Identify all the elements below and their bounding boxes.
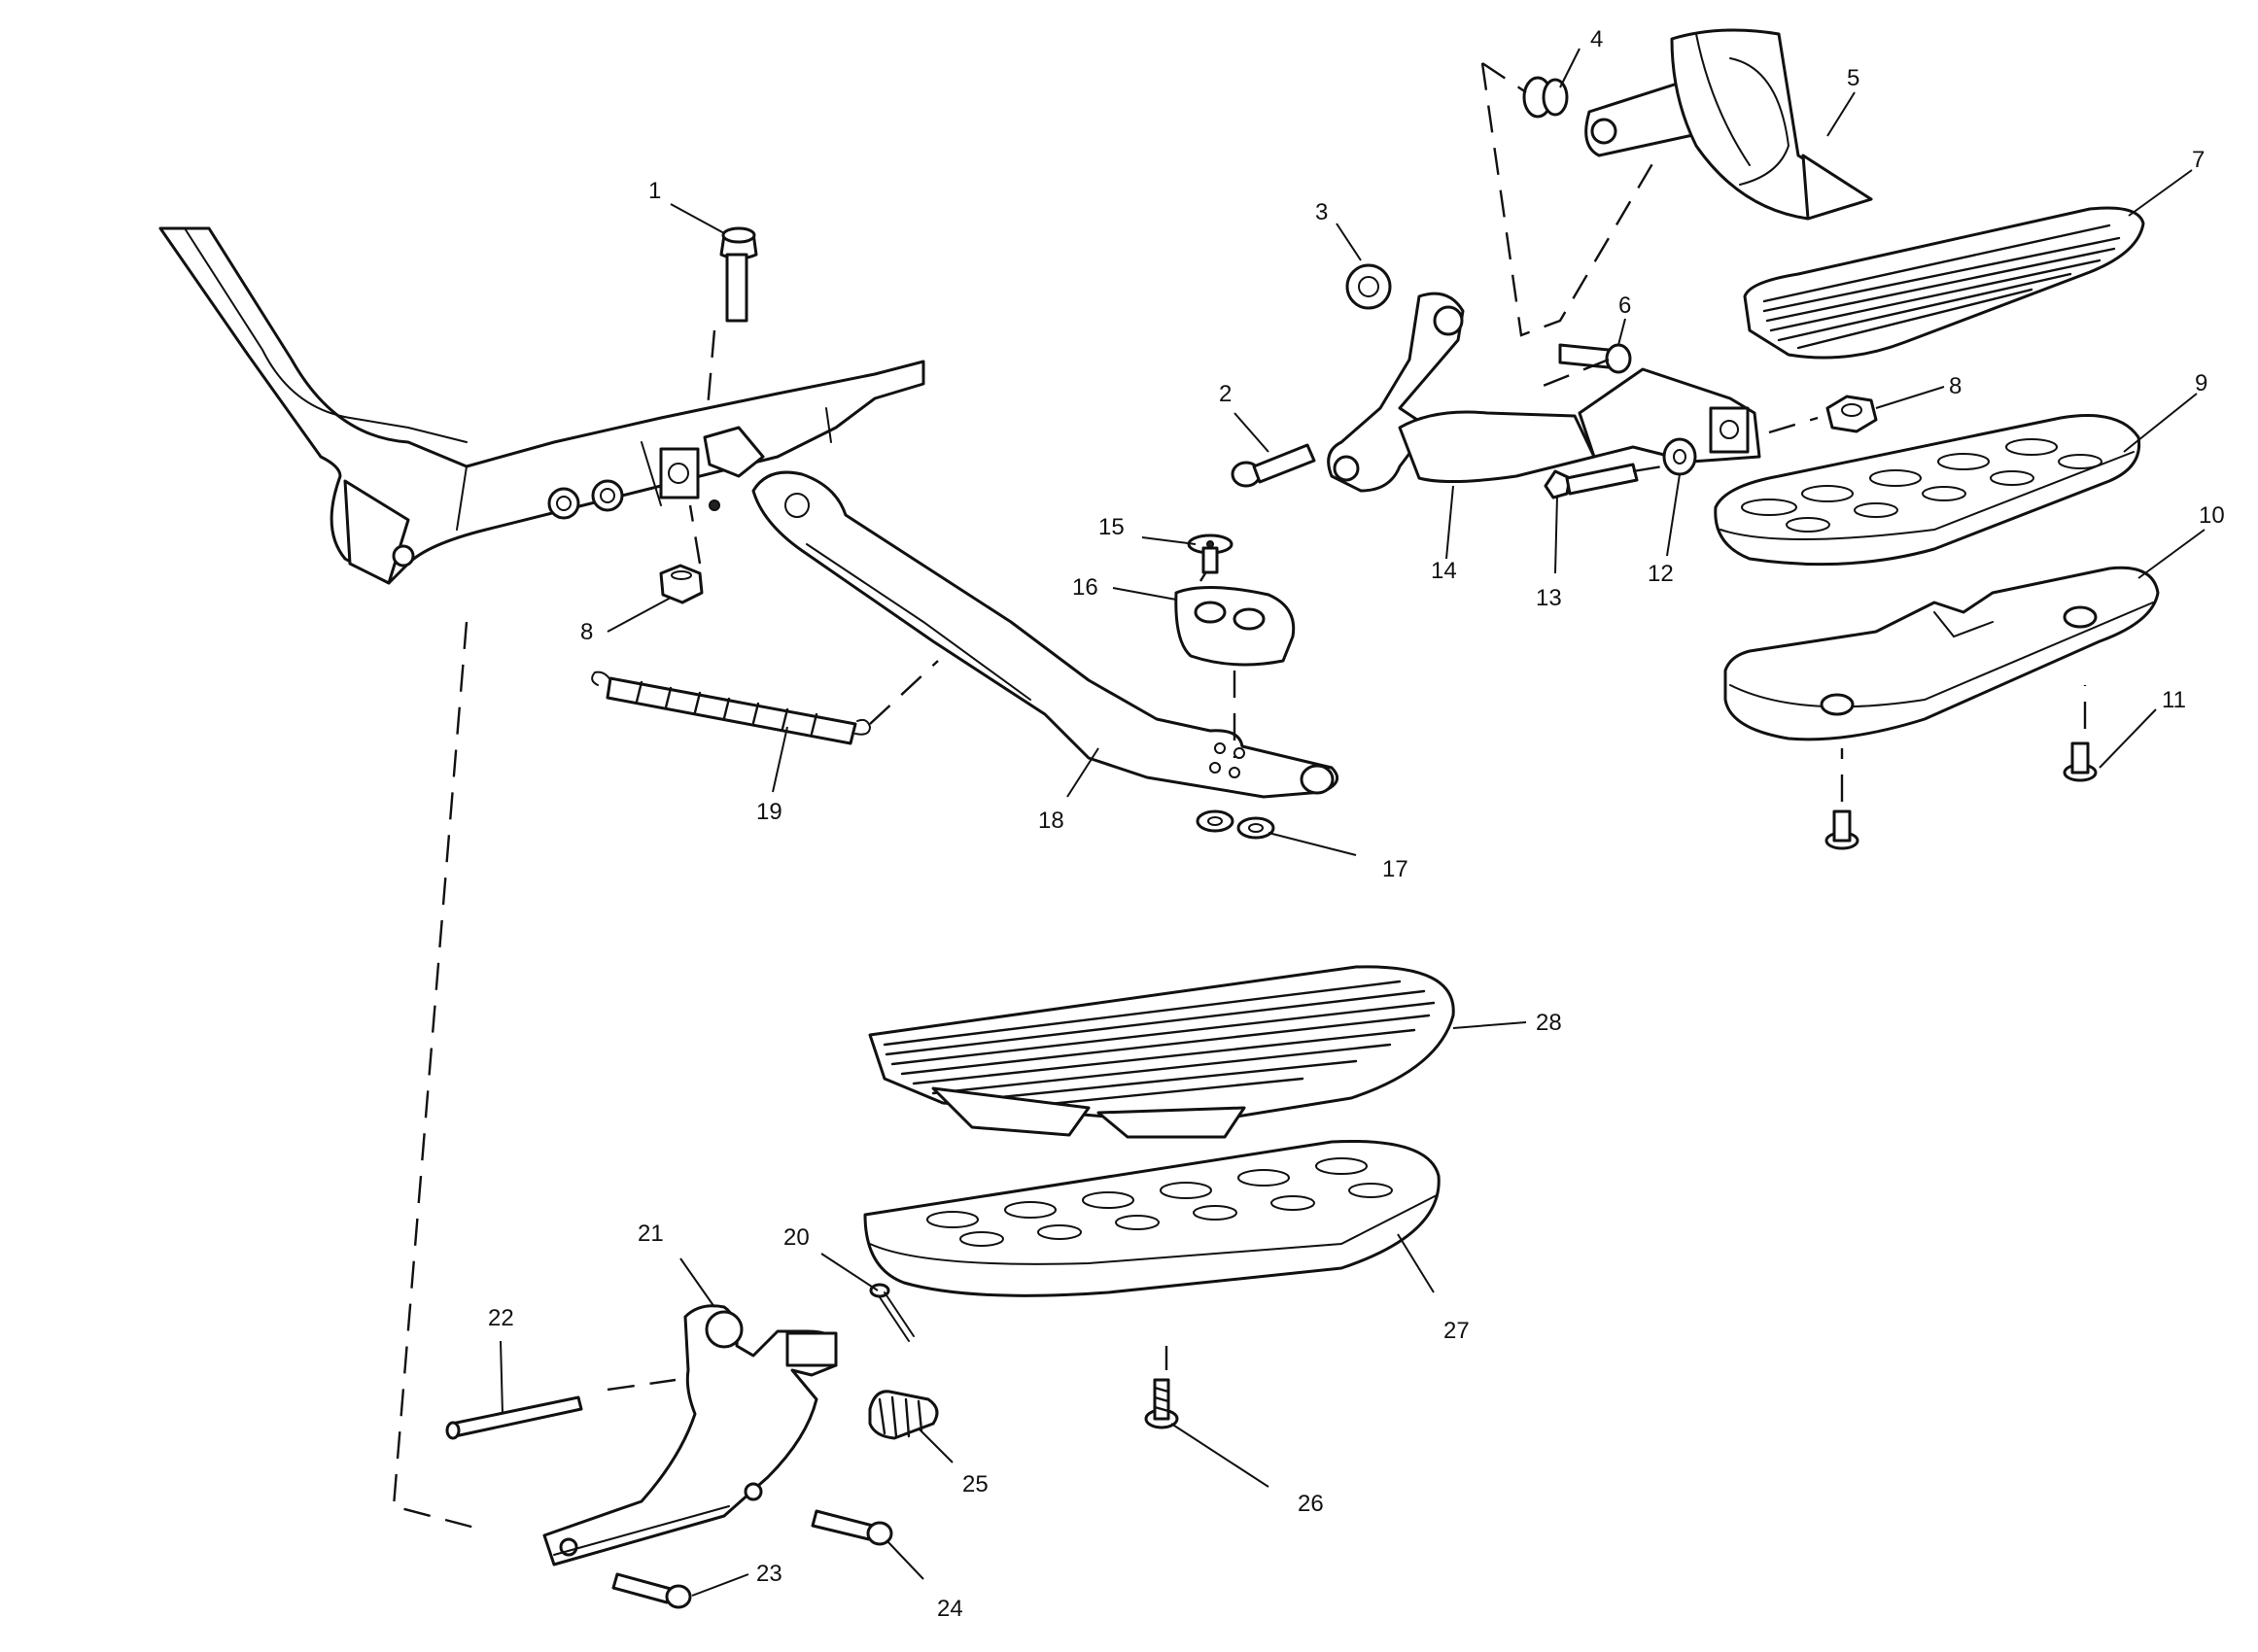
bolt-1 [719,226,758,323]
callout-24: 24 [937,1596,963,1622]
side-stand [751,470,1339,799]
mount-bracket-21 [542,1304,838,1566]
callout-4: 4 [1590,26,1603,52]
bolt-24 [811,1509,893,1546]
bushing-4 [1522,76,1569,119]
callout-12: 12 [1648,561,1674,587]
floorboard-base-9 [1714,414,2141,567]
leader-lines [500,48,2206,1597]
screw-26 [1144,1378,1179,1429]
frame-tube [158,226,925,585]
bolt-6 [1558,343,1632,374]
callout-1: 1 [648,178,661,204]
callout-27: 27 [1443,1318,1470,1344]
rubber-pad-16 [1174,586,1296,667]
callout-5: 5 [1847,65,1859,91]
callout-23: 23 [756,1561,782,1587]
callout-16: 16 [1072,574,1098,601]
callout-28: 28 [1536,1010,1562,1036]
callout-25: 25 [962,1471,989,1497]
floorboard-bracket-14 [1327,292,1761,493]
bolt-13 [1544,463,1639,499]
spring [591,671,872,745]
nut-8-right [1825,395,1878,433]
screw-11-right [2063,741,2098,782]
washer-12 [1662,437,1697,476]
callout-18: 18 [1038,808,1064,834]
callout-26: 26 [1298,1491,1324,1517]
bolt-2 [1231,443,1316,488]
callout-15: 15 [1098,514,1125,540]
nut-8-left [659,564,704,604]
callout-8-left: 8 [580,619,593,645]
washers-17 [1196,809,1275,840]
torsion-spring-25 [868,1390,939,1440]
callout-7: 7 [2192,147,2205,173]
assembly-lines [392,62,2087,1532]
bolt-23 [611,1572,692,1609]
callout-21: 21 [638,1221,664,1247]
callout-13: 13 [1536,585,1562,611]
callout-3: 3 [1315,199,1328,225]
callout-10: 10 [2199,502,2225,529]
floorboard-base-27 [863,1139,1441,1297]
callout-20: 20 [783,1224,810,1251]
callout-22: 22 [488,1305,514,1331]
floorboard-top-28 [868,965,1455,1139]
callout-labels: 1 2 3 4 5 6 7 8 8 9 10 11 12 13 14 15 16… [488,26,2225,1622]
callout-9: 9 [2195,370,2207,396]
callout-6: 6 [1618,293,1631,319]
callout-17: 17 [1382,856,1408,882]
callout-14: 14 [1431,558,1457,584]
callout-11: 11 [2162,687,2186,713]
screw-11-left [1824,809,1859,850]
pin-15 [1187,533,1233,574]
spacer-3 [1345,263,1392,310]
floorboard-top-7 [1743,206,2145,360]
horn [1584,28,1873,221]
callout-2: 2 [1219,381,1232,407]
cotter-pin-20 [869,1283,915,1342]
callout-8-right: 8 [1949,373,1962,399]
callout-19: 19 [756,799,782,825]
pin-22 [445,1395,583,1440]
floorboard-bracket-10 [1723,566,2160,741]
